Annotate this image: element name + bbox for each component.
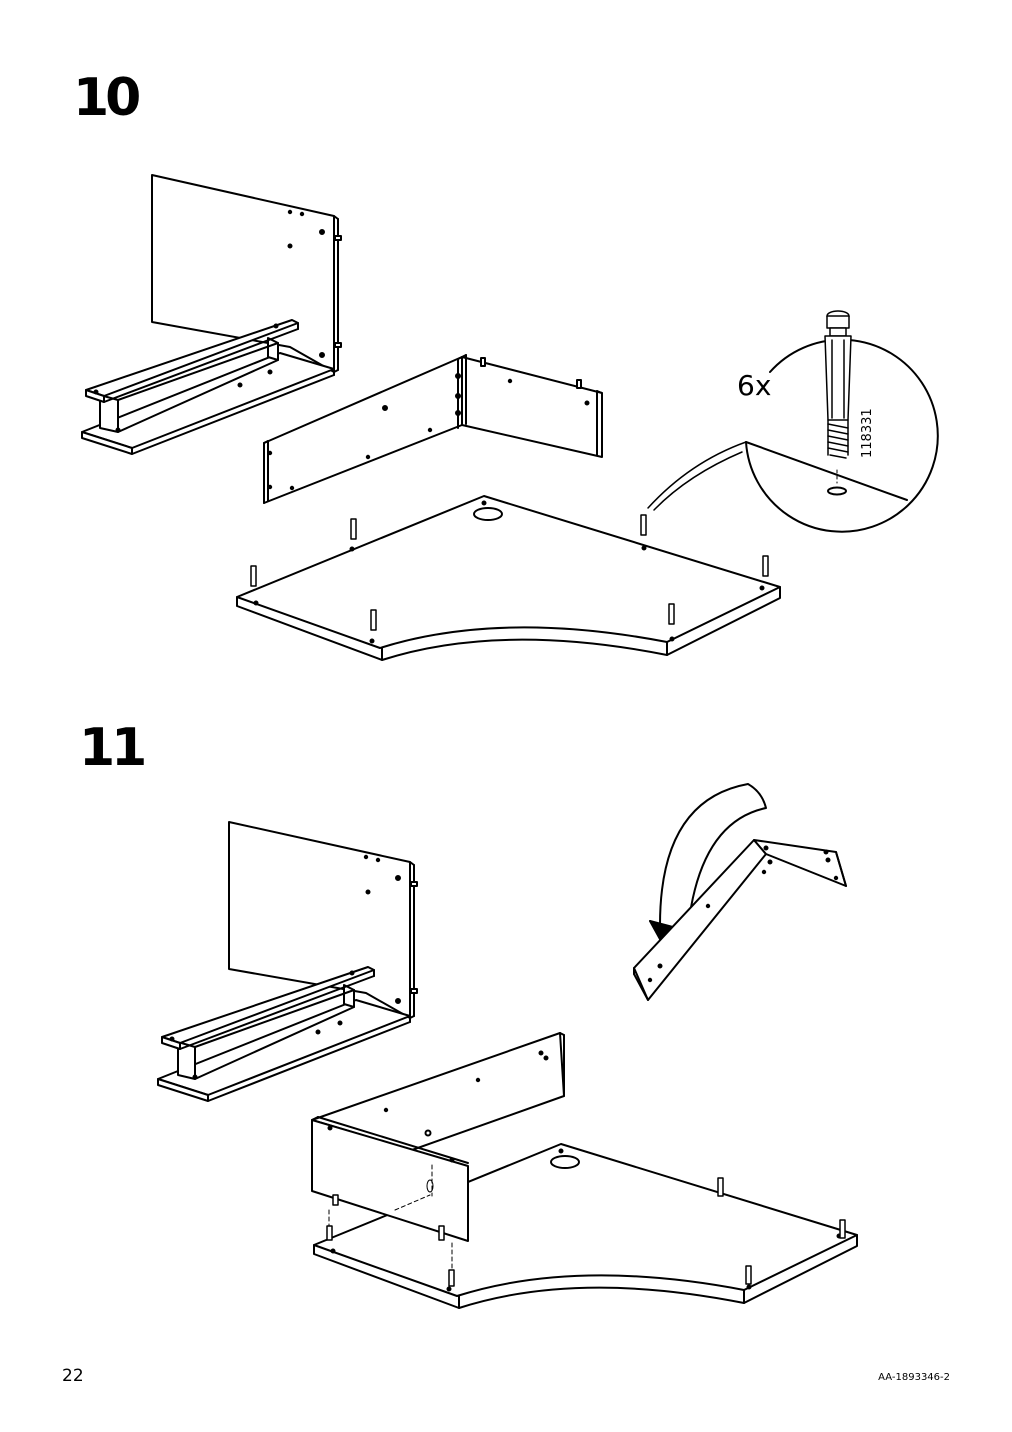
step11-dowels <box>326 1177 846 1287</box>
step-number-11: 11 <box>79 718 147 778</box>
step11-leg-rail <box>157 966 411 1102</box>
step10-desk-top <box>236 495 781 661</box>
step11-flipped-frame <box>633 839 847 1001</box>
step10-dowels <box>250 514 769 631</box>
step10-detail-callout: 6x 118331 <box>647 310 939 533</box>
quantity-label: 6x <box>737 369 771 402</box>
part-number-label: 118331 <box>860 408 875 458</box>
step11-desk-top <box>313 1143 858 1309</box>
document-code: AA-1893346-2 <box>878 1372 950 1383</box>
step10-leg-rail <box>81 319 335 455</box>
step11-frame <box>311 1032 565 1273</box>
cam-dowel-118331 <box>824 310 852 459</box>
page-number: 22 <box>62 1366 84 1386</box>
step-number-10: 10 <box>73 68 141 128</box>
step10-frame <box>263 354 603 504</box>
